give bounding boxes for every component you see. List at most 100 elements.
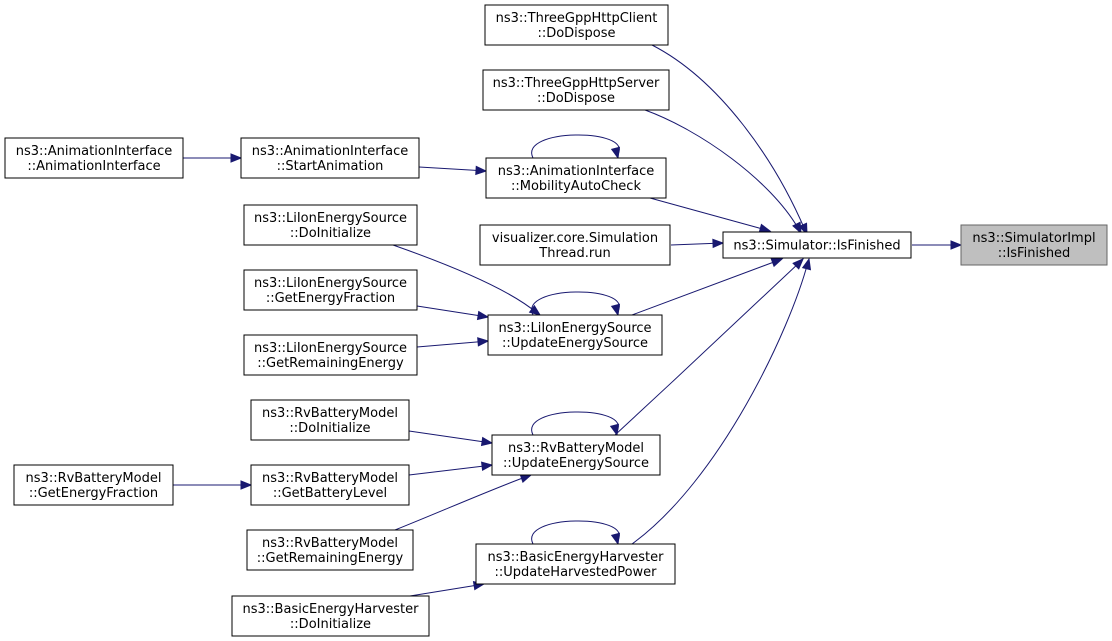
edge-arrowhead <box>609 423 620 437</box>
node-label-line: ::UpdateHarvestedPower <box>494 565 657 580</box>
node-rv-rem[interactable]: ns3::RvBatteryModel::GetRemainingEnergy <box>246 529 414 571</box>
node-liion-rem[interactable]: ns3::LiIonEnergySource::GetRemainingEner… <box>243 334 418 376</box>
edge-line <box>651 44 806 231</box>
node-liion-init[interactable]: ns3::LiIonEnergySource::DoInitialize <box>243 204 418 246</box>
node-http-server[interactable]: ns3::ThreeGppHttpServer::DoDispose <box>482 69 670 111</box>
edge-startanim-to-mobility <box>418 165 488 176</box>
node-rv-init[interactable]: ns3::RvBatteryModel::DoInitialize <box>250 399 410 441</box>
edge-isfinished-to-simimpl <box>912 240 963 250</box>
edge-line <box>531 134 620 159</box>
node-label-line: ns3::BasicEnergyHarvester <box>488 550 665 565</box>
edge-line <box>644 109 799 229</box>
node-box <box>722 231 912 259</box>
node-label-line: ::DoInitialize <box>290 617 371 632</box>
node-animiface[interactable]: ns3::AnimationInterface::AnimationInterf… <box>4 137 184 179</box>
edge-line <box>416 341 479 348</box>
edge-line <box>649 197 761 229</box>
node-box <box>4 137 184 179</box>
node-beh-init[interactable]: ns3::BasicEnergyHarvester::DoInitialize <box>231 595 430 637</box>
edge-line <box>614 261 801 436</box>
edge-animiface-to-startanim <box>183 153 243 163</box>
node-label-line: ns3::AnimationInterface <box>252 144 409 159</box>
edges-layer <box>173 44 963 597</box>
node-label-line: ::GetEnergyFraction <box>266 291 395 306</box>
edge-line <box>670 242 714 246</box>
node-label-line: ns3::ThreeGppHttpServer <box>493 76 660 91</box>
node-label-line: ::GetEnergyFraction <box>29 486 158 501</box>
edge-arrowhead <box>230 153 243 163</box>
node-label-line: ns3::RvBatteryModel <box>508 441 644 456</box>
node-label-line: ns3::Simulator::IsFinished <box>733 239 900 254</box>
node-isfinished[interactable]: ns3::Simulator::IsFinished <box>722 231 912 259</box>
node-beh-update[interactable]: ns3::BasicEnergyHarvester::UpdateHarvest… <box>475 543 676 585</box>
node-startanim[interactable]: ns3::AnimationInterface::StartAnimation <box>240 137 420 179</box>
edge-http_server-to-isfinished <box>644 109 802 235</box>
node-label-line: ns3::LiIonEnergySource <box>498 321 651 336</box>
node-label-line: ns3::BasicEnergyHarvester <box>243 602 420 617</box>
edge-arrowhead <box>477 337 490 347</box>
edge-arrowhead <box>792 258 804 270</box>
node-label-line: ::IsFinished <box>998 246 1071 261</box>
edge-arrowhead <box>480 436 494 447</box>
edge-liion_update-to-isfinished <box>631 258 784 316</box>
node-rv-update[interactable]: ns3::RvBatteryModel::UpdateEnergySource <box>491 434 661 476</box>
node-box <box>960 224 1108 266</box>
node-label-line: ::GetRemainingEnergy <box>257 356 404 371</box>
edge-rv_update-to-isfinished <box>614 258 804 436</box>
node-label-line: ns3::AnimationInterface <box>498 164 655 179</box>
node-box <box>240 137 420 179</box>
node-liion-update[interactable]: ns3::LiIonEnergySource::UpdateEnergySour… <box>487 314 663 356</box>
edge-arrowhead <box>798 222 808 236</box>
edge-line <box>631 261 809 545</box>
node-rv-frac[interactable]: ns3::RvBatteryModel::GetEnergyFraction <box>13 464 174 506</box>
node-box <box>485 157 667 199</box>
node-mobility[interactable]: ns3::AnimationInterface::MobilityAutoChe… <box>485 157 667 199</box>
edge-beh_init-to-beh_update <box>409 581 486 597</box>
node-rv-level[interactable]: ns3::RvBatteryModel::GetBatteryLevel <box>250 464 410 506</box>
edge-beh_update-to-beh_update <box>531 520 621 546</box>
node-liion-frac[interactable]: ns3::LiIonEnergySource::GetEnergyFractio… <box>243 269 418 311</box>
node-box <box>243 204 418 246</box>
edge-beh_update-to-isfinished <box>631 257 812 545</box>
node-label-line: ::StartAnimation <box>277 159 384 174</box>
node-box <box>475 543 676 585</box>
node-box <box>250 464 410 506</box>
edge-line <box>409 585 475 597</box>
edge-http_client-to-isfinished <box>651 44 808 236</box>
edge-rv_init-to-rv_update <box>408 430 494 447</box>
edge-line <box>631 262 773 316</box>
edge-line <box>531 291 620 316</box>
edge-rv_update-to-rv_update <box>531 411 620 437</box>
node-label-line: Thread.run <box>538 246 610 261</box>
node-label-line: ns3::RvBatteryModel <box>262 471 398 486</box>
edge-arrowhead <box>240 480 253 490</box>
edge-liion_update-to-liion_update <box>531 291 621 317</box>
node-box <box>246 529 414 571</box>
edge-line <box>416 305 479 316</box>
edge-line <box>418 166 477 171</box>
edge-arrowhead <box>758 223 772 233</box>
edge-arrowhead <box>610 532 621 546</box>
node-label-line: ::GetBatteryLevel <box>273 486 387 501</box>
edge-line <box>392 244 538 314</box>
edge-arrowhead <box>801 257 812 271</box>
node-http-client[interactable]: ns3::ThreeGppHttpClient::DoDispose <box>484 4 669 46</box>
edge-arrowhead <box>610 146 621 160</box>
node-box <box>487 314 663 356</box>
edge-arrowhead <box>792 221 802 235</box>
node-box <box>484 4 669 46</box>
edge-arrowhead <box>770 258 784 268</box>
node-label-line: ::GetRemainingEnergy <box>257 551 404 566</box>
node-label-line: ::UpdateEnergySource <box>503 456 649 471</box>
node-box <box>491 434 661 476</box>
node-simimpl[interactable]: ns3::SimulatorImpl::IsFinished <box>960 224 1108 266</box>
edge-liion_frac-to-liion_update <box>416 305 490 321</box>
edge-rv_frac-to-rv_level <box>173 480 253 490</box>
edge-mobility-to-isfinished <box>649 197 772 233</box>
edge-line <box>531 411 619 436</box>
node-box <box>13 464 174 506</box>
node-label-line: ns3::LiIonEnergySource <box>254 276 407 291</box>
edge-arrowhead <box>519 473 533 483</box>
node-label-line: ::AnimationInterface <box>27 159 160 174</box>
